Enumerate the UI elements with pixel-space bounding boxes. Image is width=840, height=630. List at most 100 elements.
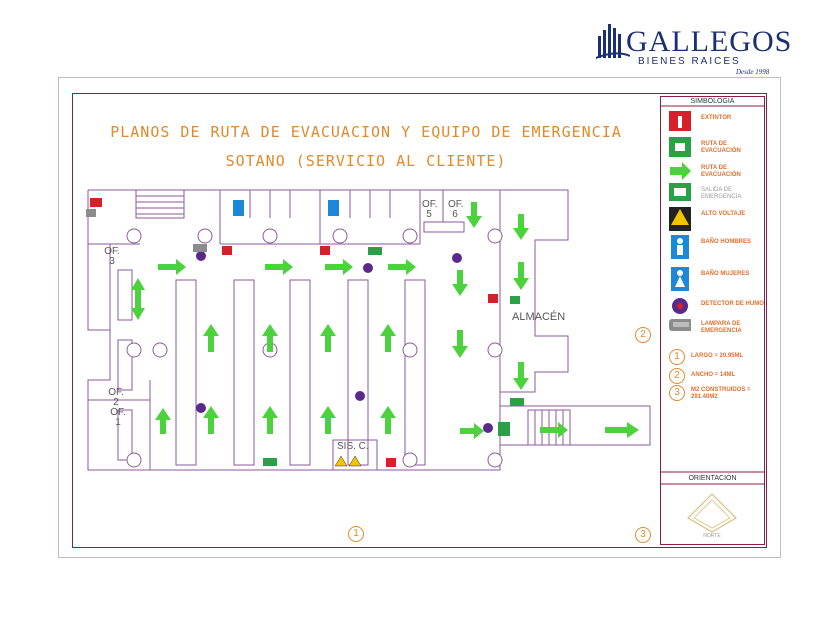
evacuation-arrow-icon xyxy=(380,324,396,352)
evacuation-arrow-icon xyxy=(203,324,219,352)
emergency-lamps xyxy=(86,209,207,252)
emergency-lamp-icon xyxy=(86,209,96,217)
emergency-exit-icon xyxy=(368,247,382,255)
evacuation-arrow-icon xyxy=(203,406,219,434)
fire-extinguisher-icon xyxy=(386,458,396,467)
evacuation-route-sign-icon xyxy=(669,137,691,157)
sheet-frame xyxy=(72,93,767,548)
emergency-exit-icon xyxy=(498,422,510,436)
smoke-detector-icon xyxy=(196,403,206,413)
evacuation-arrow-icon xyxy=(466,202,482,228)
plan-title: PLANOS DE RUTA DE EVACUACION Y EQUIPO DE… xyxy=(110,123,622,141)
evacuation-arrow-icon xyxy=(670,162,691,180)
room-of3: OF. 3 xyxy=(104,246,120,267)
restroom-signs xyxy=(233,200,339,216)
legend-panel: SIMBOLOGIA EXTINTOR RUTA DE EVACUACIÓN R… xyxy=(660,96,765,545)
dimension-marker-3: 3 xyxy=(635,527,651,543)
sheet-outer-border xyxy=(58,77,781,558)
evacuation-arrow-icon xyxy=(131,278,145,320)
emergency-exit-icon xyxy=(263,458,277,466)
evacuation-arrow-icon xyxy=(513,262,529,290)
fire-extinguisher-icon xyxy=(222,246,232,255)
high-voltage-icon xyxy=(348,455,362,467)
brand-since: Desde 1998 xyxy=(736,68,770,76)
evacuation-arrow-icon xyxy=(452,330,468,358)
skyline-icon xyxy=(596,24,630,59)
emergency-exits xyxy=(263,247,524,466)
legend-item: ALTO VOLTAJE xyxy=(667,207,763,235)
legend-item: RUTA DE EVACUACIÓN xyxy=(667,161,763,189)
high-voltage-signs xyxy=(334,455,362,467)
evacuation-arrow-icon xyxy=(513,214,529,240)
legend-dimension: 3 M2 CONSTRUIDOS = 291.40M2 xyxy=(667,385,763,403)
evacuation-arrow-icon xyxy=(155,408,171,434)
dimension-marker-2: 2 xyxy=(635,327,651,343)
smoke-detector-icon xyxy=(452,253,462,263)
north-label: NORTE xyxy=(703,533,721,539)
room-of5: OF. 5 xyxy=(422,199,438,220)
brand-subtitle: BIENES RAICES xyxy=(638,56,741,67)
evacuation-arrow-icon xyxy=(265,259,293,275)
fire-extinguisher-icon xyxy=(669,111,691,131)
room-almacen: ALMACÉN xyxy=(512,311,566,323)
evacuation-arrow-icon xyxy=(605,422,639,438)
womens-restroom-icon xyxy=(671,267,689,291)
mens-restroom-icon xyxy=(671,235,689,259)
legend-item: LAMPARA DE EMERGENCIA xyxy=(667,317,763,345)
evacuation-arrow-icon xyxy=(460,423,484,439)
smoke-detector-icon xyxy=(196,251,206,261)
smoke-detector-icon xyxy=(355,391,365,401)
emergency-exit-icon xyxy=(510,398,524,406)
evacuation-arrow-icon xyxy=(262,406,278,434)
emergency-lamp-icon xyxy=(669,319,691,331)
emergency-lamp-icon xyxy=(193,244,207,252)
legend-item: BAÑO MUJERES xyxy=(667,267,763,295)
plan-subtitle: SOTANO (SERVICIO AL CLIENTE) xyxy=(225,152,507,170)
legend-item: DETECTOR DE HUMO xyxy=(667,297,764,325)
womens-restroom-icon xyxy=(233,200,244,216)
room-of6: OF. 6 xyxy=(448,199,464,220)
legend-item: RUTA DE EVACUACIÓN xyxy=(667,137,763,165)
legend-item: EXTINTOR xyxy=(667,111,763,139)
legend-dimension: 1 LARGO = 20.95ML xyxy=(667,349,763,367)
evacuation-arrow-icon xyxy=(540,422,568,438)
mens-restroom-icon xyxy=(328,200,339,216)
room-of1: OF. 1 xyxy=(110,407,126,428)
high-voltage-icon xyxy=(334,455,348,467)
evacuation-arrow-icon xyxy=(320,324,336,352)
evacuation-arrow-icon xyxy=(380,406,396,434)
emergency-exit-icon xyxy=(510,296,520,304)
legend-item: BAÑO HOMBRES xyxy=(667,235,763,263)
fire-extinguisher-icon xyxy=(320,246,330,255)
high-voltage-icon xyxy=(669,207,691,231)
north-compass-icon xyxy=(687,493,737,533)
evacuation-arrow-icon xyxy=(320,406,336,434)
fire-extinguisher-icon xyxy=(90,198,102,207)
room-sis-c: SIS. C. xyxy=(337,441,369,452)
columns xyxy=(126,228,503,468)
room-of2: OF. 2 xyxy=(108,387,124,408)
legend-item: SALIDA DE EMERGENCIA xyxy=(667,183,763,211)
evacuation-arrow-icon xyxy=(158,259,186,275)
smoke-detector-icon xyxy=(672,298,688,314)
orientation-heading: ORIENTACIÓN xyxy=(688,475,737,482)
evacuation-arrow-icon xyxy=(388,259,416,275)
evacuation-arrow-icon xyxy=(452,270,468,296)
legend-heading: SIMBOLOGIA xyxy=(690,98,735,105)
evacuation-arrow-icon xyxy=(513,362,529,390)
smoke-detector-icon xyxy=(363,263,373,273)
evacuation-arrow-icon xyxy=(262,324,278,352)
smoke-detectors xyxy=(196,251,493,433)
fire-extinguisher-icon xyxy=(488,294,498,303)
legend-dimension: 2 ANCHO = 14ML xyxy=(667,368,763,386)
evacuation-arrows xyxy=(131,202,639,439)
brand-logo: GALLEGOS BIENES RAICES Desde 1998 xyxy=(596,20,791,76)
emergency-exit-icon xyxy=(669,183,691,201)
evacuation-arrow-icon xyxy=(325,259,353,275)
extinguishers xyxy=(90,198,498,467)
dimension-marker-1: 1 xyxy=(348,526,364,542)
walls xyxy=(87,189,651,471)
smoke-detector-icon xyxy=(483,423,493,433)
brand-name: GALLEGOS xyxy=(626,25,793,58)
